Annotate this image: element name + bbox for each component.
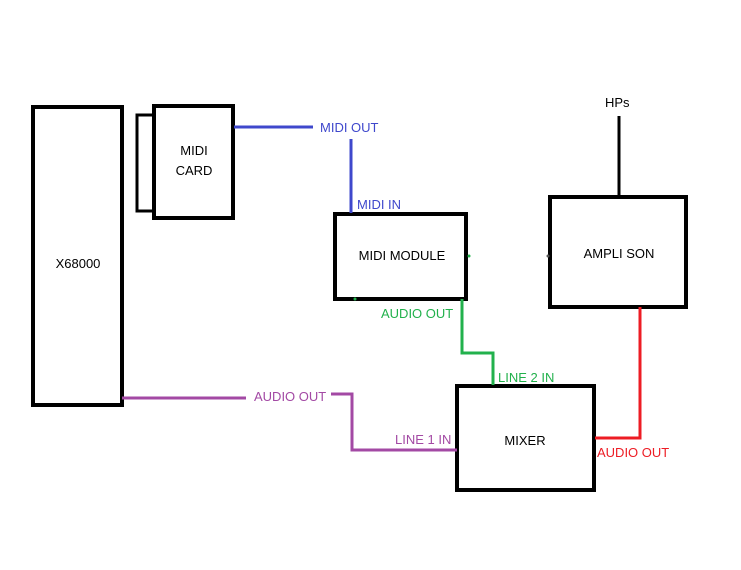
mixer-audio-wire xyxy=(595,307,642,440)
mixer-box xyxy=(455,384,596,492)
line-2-in-label: LINE 2 IN xyxy=(498,370,554,385)
midi-module-audio-wire xyxy=(460,299,495,385)
x68000-audio-out-label: AUDIO OUT xyxy=(254,389,326,404)
midi-module-bottom-left-port xyxy=(353,297,357,301)
midi-card-box xyxy=(152,104,235,220)
midi-module-right-port xyxy=(467,254,471,258)
ampli-son-label: AMPLI SON xyxy=(584,246,655,261)
midi-out-label: MIDI OUT xyxy=(320,120,379,135)
midi-in-label: MIDI IN xyxy=(357,197,401,212)
ampli-son-left-port xyxy=(546,254,550,258)
line-1-in-label: LINE 1 IN xyxy=(395,432,451,447)
x68000-label: X68000 xyxy=(56,256,101,271)
mixer-audio-out-label: AUDIO OUT xyxy=(597,445,669,460)
midi-card-label-line2: CARD xyxy=(176,163,213,178)
midi-module-audio-out-label: AUDIO OUT xyxy=(381,306,453,321)
midi-card-label-line1: MIDI xyxy=(180,143,207,158)
x68000-box xyxy=(31,105,124,407)
x68000-audio-wire-b xyxy=(331,392,457,452)
midi-module-box xyxy=(333,212,468,301)
hps-label: HPs xyxy=(605,95,630,110)
midi-module-label: MIDI MODULE xyxy=(359,248,446,263)
mixer-label: MIXER xyxy=(504,433,545,448)
ampli-son-box xyxy=(548,195,688,309)
